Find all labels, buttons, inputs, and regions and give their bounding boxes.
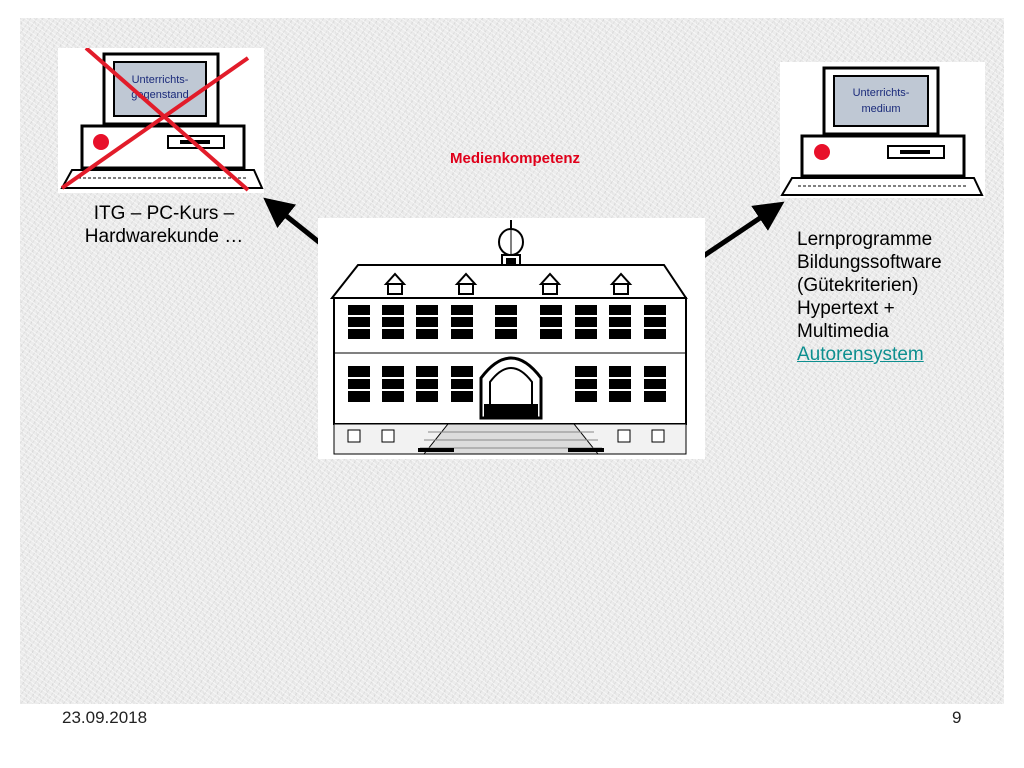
right-line-1: Lernprogramme [797, 229, 933, 250]
left-screen-text-1: Unterrichts- [132, 74, 189, 86]
right-line-5: Multimedia [797, 321, 889, 342]
school-building-image [318, 218, 705, 459]
left-computer-image: Unterrichts- gegenstand [58, 48, 264, 193]
right-screen-text-2: medium [861, 103, 900, 115]
center-title: Medienkompetenz [449, 150, 581, 167]
autorensystem-link[interactable]: Autorensystem [797, 344, 924, 365]
right-line-4: Hypertext + [797, 298, 895, 319]
footer-page-number: 9 [952, 708, 962, 727]
power-button-icon [93, 134, 109, 150]
left-caption: ITG – PC-Kurs – Hardwarekunde … [84, 203, 244, 247]
cross-line-2 [60, 56, 250, 190]
right-line-3: (Gütekriterien) [797, 275, 919, 296]
cross-line-1 [84, 48, 250, 192]
footer-date: 23.09.2018 [62, 708, 148, 727]
right-computer-image: Unterrichts- medium [780, 62, 985, 198]
right-caption: Lernprogramme Bildungssoftware (Gütekrit… [797, 228, 997, 366]
power-button-icon [814, 144, 830, 160]
right-screen-text-1: Unterrichts- [853, 87, 910, 99]
right-line-2: Bildungssoftware [797, 252, 942, 273]
